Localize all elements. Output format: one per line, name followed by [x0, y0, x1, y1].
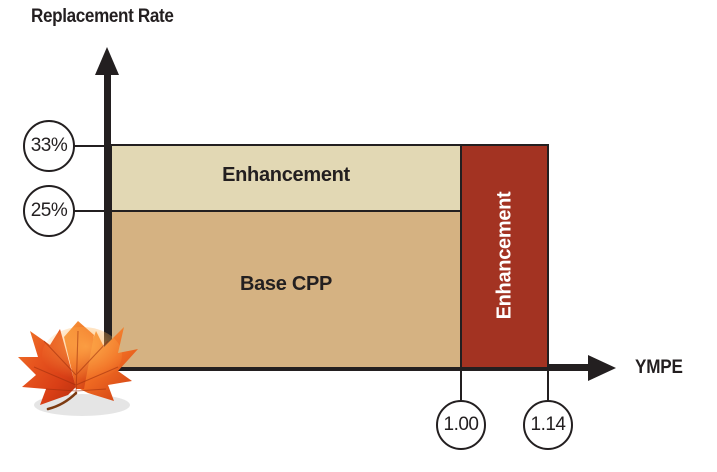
y-axis-title: Replacement Rate	[31, 6, 174, 27]
band-label-base-cpp: Base CPP	[239, 273, 333, 295]
x-axis-callout-114: 1.14	[523, 400, 573, 450]
tick-line-100	[460, 370, 462, 403]
x-axis-line	[104, 364, 591, 371]
x-axis-arrow-icon	[588, 355, 616, 381]
band-base-cpp	[110, 210, 462, 367]
y-axis-line	[104, 72, 111, 370]
leader-line-33	[74, 145, 110, 147]
y-axis-callout-25: 25%	[23, 185, 75, 237]
y-axis-callout-33: 33%	[23, 120, 75, 172]
band-label-enhancement-above-ympe: Enhancement	[460, 144, 549, 367]
x-axis-title: YMPE	[635, 357, 683, 378]
band-enhancement-above-ympe	[460, 144, 549, 367]
x-axis-callout-100: 1.00	[436, 400, 486, 450]
band-label-enhancement-below-ympe: Enhancement	[222, 164, 350, 186]
leader-line-25	[74, 210, 110, 212]
band-label-enhancement-above-ympe-text: Enhancement	[493, 191, 515, 320]
tick-line-114	[547, 370, 549, 403]
y-axis-arrow-icon	[95, 47, 119, 75]
